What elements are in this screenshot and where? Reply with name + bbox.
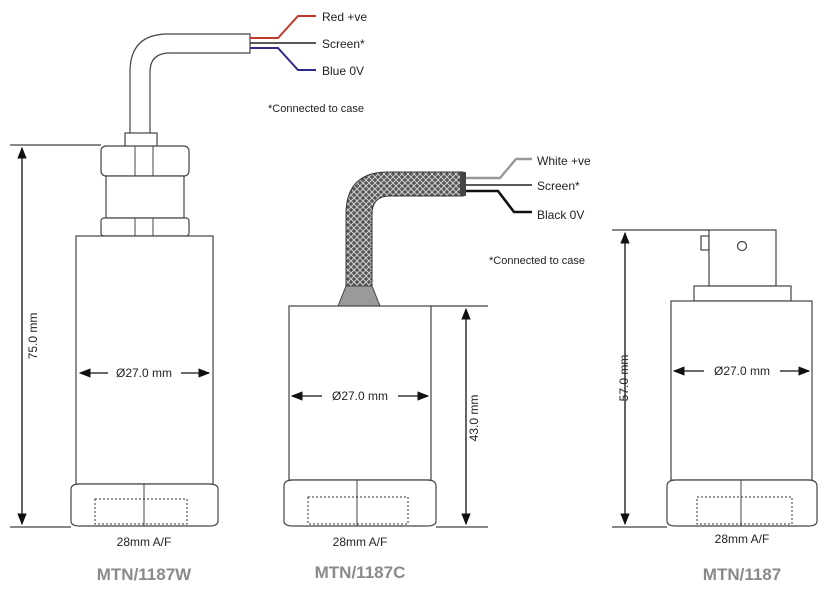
height-label: 43.0 mm — [467, 395, 481, 442]
braided-cable — [345, 171, 464, 291]
gland-seal — [100, 217, 190, 237]
hex-base — [283, 479, 437, 527]
gland-body — [105, 175, 185, 219]
height-label: 57.0 mm — [617, 355, 631, 402]
gland-top — [124, 132, 158, 148]
hex-size-label: 28mm A/F — [333, 535, 388, 549]
sensor-body — [288, 305, 432, 481]
bnc-connector — [708, 229, 777, 287]
connector-flange — [693, 285, 792, 302]
diameter-label: Ø27.0 mm — [116, 366, 172, 380]
wire-label-screen: Screen* — [322, 37, 365, 51]
stud-outline — [94, 498, 188, 525]
sensor-body — [75, 235, 214, 485]
wire-label-red: Red +ve — [322, 10, 367, 24]
wire-white — [466, 157, 532, 180]
model-name: MTN/1187C — [315, 563, 406, 582]
hex-base — [666, 479, 818, 527]
hex-size-label: 28mm A/F — [715, 532, 770, 546]
sensor-mtn-1187: Ø27.0 mm 57.0 mm 28mm A/F MTN/1187 — [612, 229, 818, 584]
stud-outline — [696, 496, 793, 525]
model-name: MTN/1187 — [703, 565, 781, 584]
sensor-body — [670, 300, 813, 481]
height-label: 75.0 mm — [26, 313, 40, 360]
case-note: *Connected to case — [489, 255, 585, 267]
wire-label-blue: Blue 0V — [322, 64, 364, 78]
wire-red — [250, 15, 316, 39]
connector-pin — [700, 235, 710, 251]
wire-blue — [250, 47, 316, 71]
wire-label-white: White +ve — [537, 154, 591, 168]
gland-nut — [100, 145, 190, 177]
diameter-label: Ø27.0 mm — [332, 389, 388, 403]
model-name: MTN/1187W — [97, 565, 192, 584]
diameter-label: Ø27.0 mm — [714, 364, 770, 378]
stud-outline — [307, 496, 409, 525]
sensor-mtn-1187c: White +ve Screen* Black 0V *Connected to… — [283, 154, 591, 582]
sensor-mtn-1187w: Red +ve Screen* Blue 0V *Connected to ca… — [10, 10, 367, 584]
wire-label-screen: Screen* — [537, 179, 580, 193]
wire-black — [466, 189, 532, 214]
wire-label-black: Black 0V — [537, 208, 584, 222]
hex-size-label: 28mm A/F — [117, 535, 172, 549]
case-note: *Connected to case — [268, 103, 364, 115]
